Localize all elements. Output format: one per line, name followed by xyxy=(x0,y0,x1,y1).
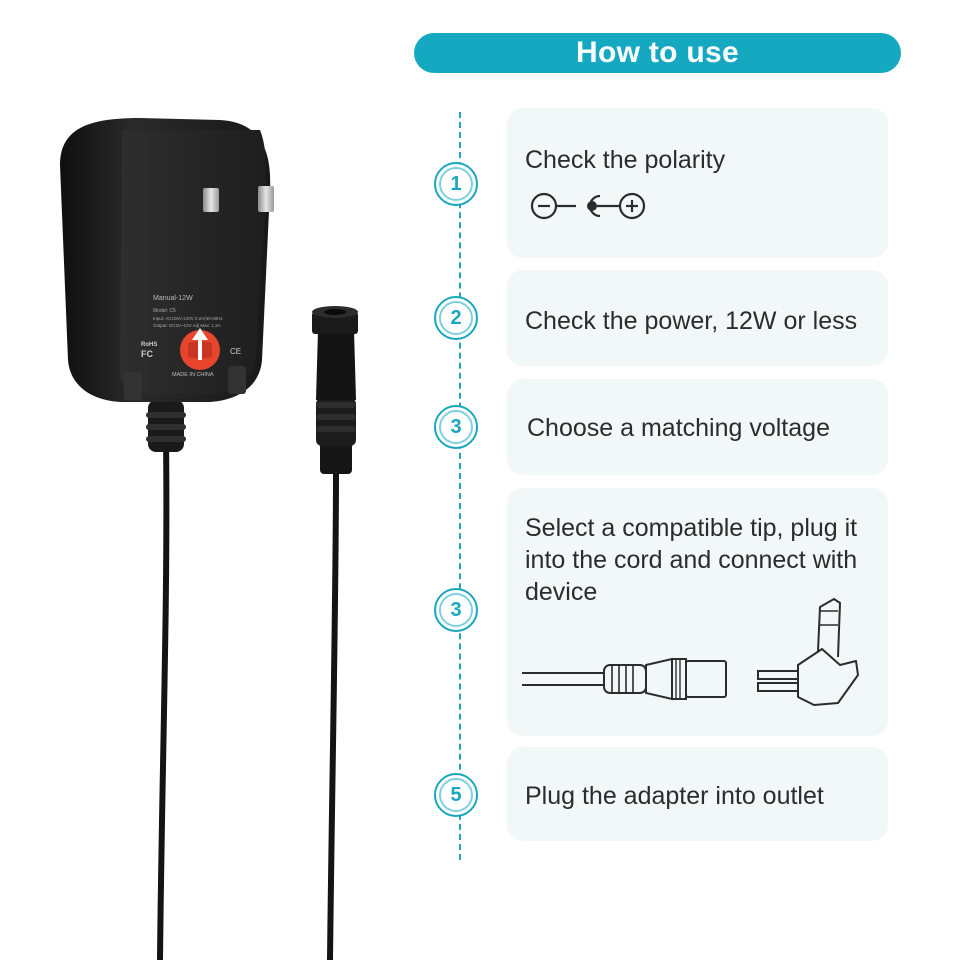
step-text-1: Check the polarity xyxy=(525,146,726,174)
step-badge-1: 1 xyxy=(434,162,478,206)
fc-label: FC xyxy=(141,349,153,359)
made-in-label: MADE IN CHINA xyxy=(172,372,214,378)
step-badge-4: 3 xyxy=(434,588,478,632)
step-number: 5 xyxy=(439,778,473,812)
how-to-use-header: How to use xyxy=(414,33,901,73)
model-line-label: Model: C5 xyxy=(153,308,176,314)
step-card-3 xyxy=(507,379,888,475)
model-label: Manual-12W xyxy=(153,295,193,302)
step-card-1 xyxy=(507,108,888,258)
step-text-5: Plug the adapter into outlet xyxy=(525,782,824,810)
tip-and-cord-icon xyxy=(522,585,867,710)
step-badge-2: 2 xyxy=(434,296,478,340)
power-adapter-illustration: Manual-12W Model: C5 Input: AC100V-240V … xyxy=(0,0,400,960)
step-number: 2 xyxy=(439,301,473,335)
step-card-5 xyxy=(507,747,888,841)
input-label: Input: AC100V-240V 0.2A(50-60Hz xyxy=(153,316,224,321)
step-badge-5: 5 xyxy=(434,773,478,817)
step-badge-3: 3 xyxy=(434,405,478,449)
step-number: 1 xyxy=(439,167,473,201)
step-card-4 xyxy=(507,488,888,736)
voltage-dial xyxy=(180,328,220,370)
polarity-symbol-icon xyxy=(530,190,650,222)
step-text-3: Choose a matching voltage xyxy=(527,414,830,442)
step-number: 3 xyxy=(439,593,473,627)
step-number: 3 xyxy=(439,410,473,444)
strain-relief xyxy=(146,400,186,452)
dc-connector xyxy=(312,306,358,474)
step-text-2: Check the power, 12W or less xyxy=(525,307,858,335)
step-text-4: Select a compatible tip, plug it into th… xyxy=(525,514,858,606)
output-label: Output: DC3V~12V Adj Max: 1.2A xyxy=(153,323,221,328)
ce-label: CE xyxy=(230,347,241,356)
timeline-line xyxy=(459,112,461,860)
adapter-icon: Manual-12W Model: C5 Input: AC100V-240V … xyxy=(60,118,358,960)
step-card-2 xyxy=(507,270,888,366)
rohs-label: RoHS xyxy=(141,342,157,348)
